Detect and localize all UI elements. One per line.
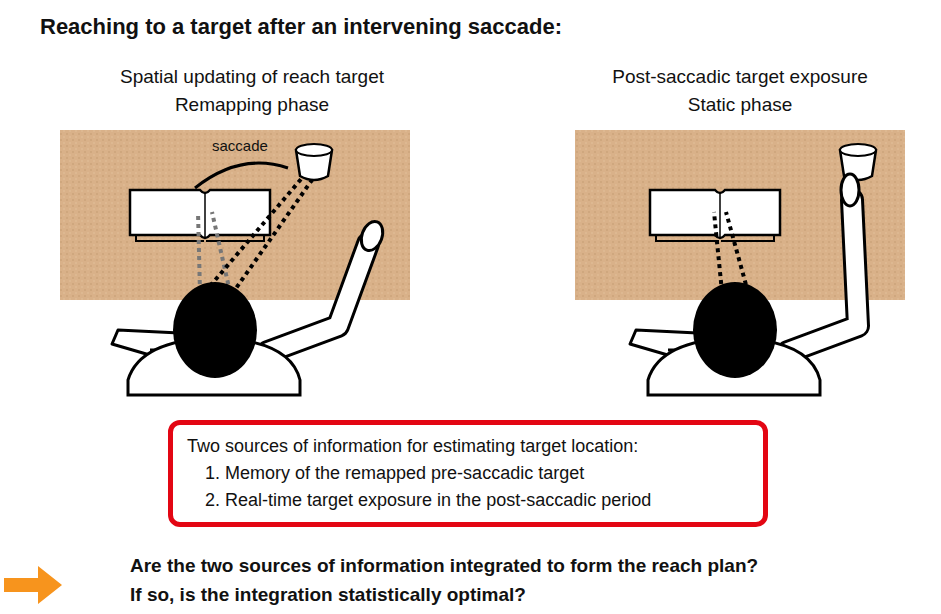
gaze-lines (714, 212, 748, 292)
saccade-label: saccade (212, 137, 268, 154)
box-heading: Two sources of information for estimatin… (187, 433, 749, 460)
question-text: Are the two sources of information integ… (130, 555, 758, 577)
panel-heading: Static phase (688, 94, 793, 116)
person (630, 174, 859, 395)
panel-heading: Post-saccadic target exposure (612, 66, 868, 88)
gaze-lines (198, 178, 312, 294)
question-text: If so, is the integration statistically … (130, 584, 526, 606)
panel-heading: Remapping phase (175, 94, 329, 116)
info-box: Two sources of information for estimatin… (168, 420, 768, 527)
pointer-arrow (4, 566, 62, 604)
list-item: 2. Real-time target exposure in the post… (187, 487, 749, 514)
title: Reaching to a target after an intervenin… (40, 14, 562, 40)
panel-heading: Spatial updating of reach target (120, 66, 384, 88)
cup (296, 144, 332, 180)
person (112, 218, 387, 395)
list-item: 1. Memory of the remapped pre-saccadic t… (187, 460, 749, 487)
saccade-arc (195, 163, 288, 188)
